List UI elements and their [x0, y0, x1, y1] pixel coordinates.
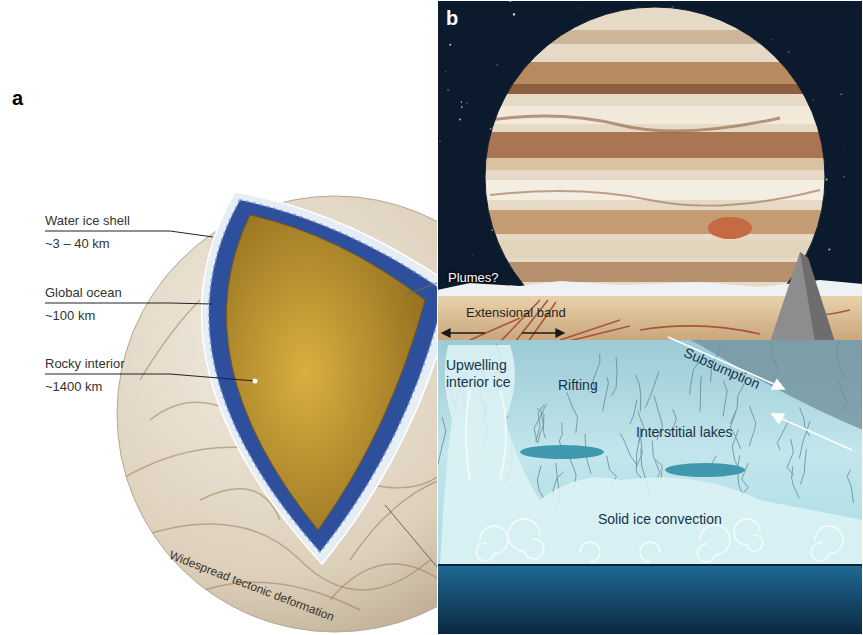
ice-crack [537, 465, 544, 498]
leader-dot [253, 379, 258, 384]
ice-crack [723, 381, 727, 417]
ice-crack [792, 466, 800, 498]
star [449, 44, 451, 46]
feature-label: Interstitial lakes [636, 424, 732, 441]
ice-crack [612, 357, 618, 396]
feature-label: Extensional band [466, 305, 566, 321]
ice-crack [742, 463, 749, 493]
feature-label: Upwelling interior ice [446, 357, 514, 391]
star [459, 119, 461, 121]
europa-crust-section [437, 0, 863, 635]
ice-crack [800, 449, 806, 484]
star [772, 39, 773, 40]
layer-name: Water ice shell [45, 213, 130, 229]
star [812, 99, 813, 100]
feature-label: Solid ice convection [598, 511, 722, 528]
dimension: ~100 km [45, 308, 95, 324]
ice-crack [534, 404, 546, 443]
layer-name: Rocky interior [45, 356, 124, 372]
ice-crack [777, 420, 789, 450]
star [471, 255, 473, 257]
panel-letter: b [446, 6, 458, 30]
ice-crack [620, 433, 636, 464]
ice-crack [567, 392, 578, 433]
star [842, 148, 844, 150]
layer-name: Global ocean [45, 285, 122, 301]
dimension: ~3 – 40 km [45, 236, 110, 252]
ice-crack [749, 406, 756, 446]
ice-crack [732, 430, 740, 472]
star [445, 70, 447, 72]
leader-lines [45, 231, 255, 381]
panel-frame [438, 1, 863, 635]
star [843, 176, 844, 177]
star [510, 10, 512, 12]
star [828, 249, 830, 251]
ice-crack [645, 371, 659, 408]
ice-crack [537, 408, 546, 438]
ice-crack [652, 441, 660, 481]
panel-letter: a [12, 86, 23, 110]
star [461, 106, 463, 108]
star [439, 141, 441, 143]
star [447, 89, 449, 91]
star [788, 51, 789, 52]
star [578, 7, 580, 9]
ice-crack [630, 399, 637, 424]
ice-crack [847, 470, 853, 503]
star [513, 13, 515, 15]
star [461, 101, 462, 102]
ice-crack [538, 413, 544, 444]
feature-label: Plumes? [448, 270, 499, 286]
feature-label: Rifting [558, 377, 598, 394]
ice-crack [700, 375, 701, 411]
zoom-lines [385, 283, 437, 567]
star [825, 179, 827, 181]
star [840, 93, 842, 95]
ice-crack [800, 408, 810, 437]
ice-crack [603, 377, 609, 411]
star [466, 103, 467, 104]
ice-crack [730, 384, 744, 424]
ice-crack [438, 417, 446, 465]
dimension: ~1400 km [45, 379, 102, 395]
star [496, 64, 498, 66]
